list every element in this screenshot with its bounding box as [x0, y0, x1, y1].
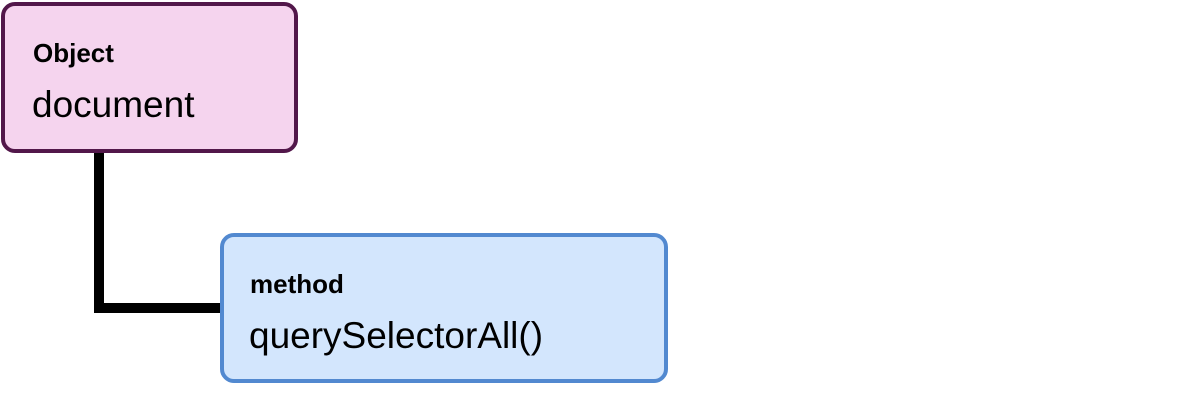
object-node: Object document	[1, 2, 298, 153]
method-node: method querySelectorAll()	[220, 233, 668, 383]
connector-horizontal	[94, 303, 222, 313]
node-kind-label: method	[250, 269, 344, 299]
node-kind-label: Object	[33, 38, 114, 68]
node-name-label: querySelectorAll()	[249, 315, 544, 356]
connector-vertical	[94, 153, 104, 313]
node-name-label: document	[32, 84, 195, 125]
